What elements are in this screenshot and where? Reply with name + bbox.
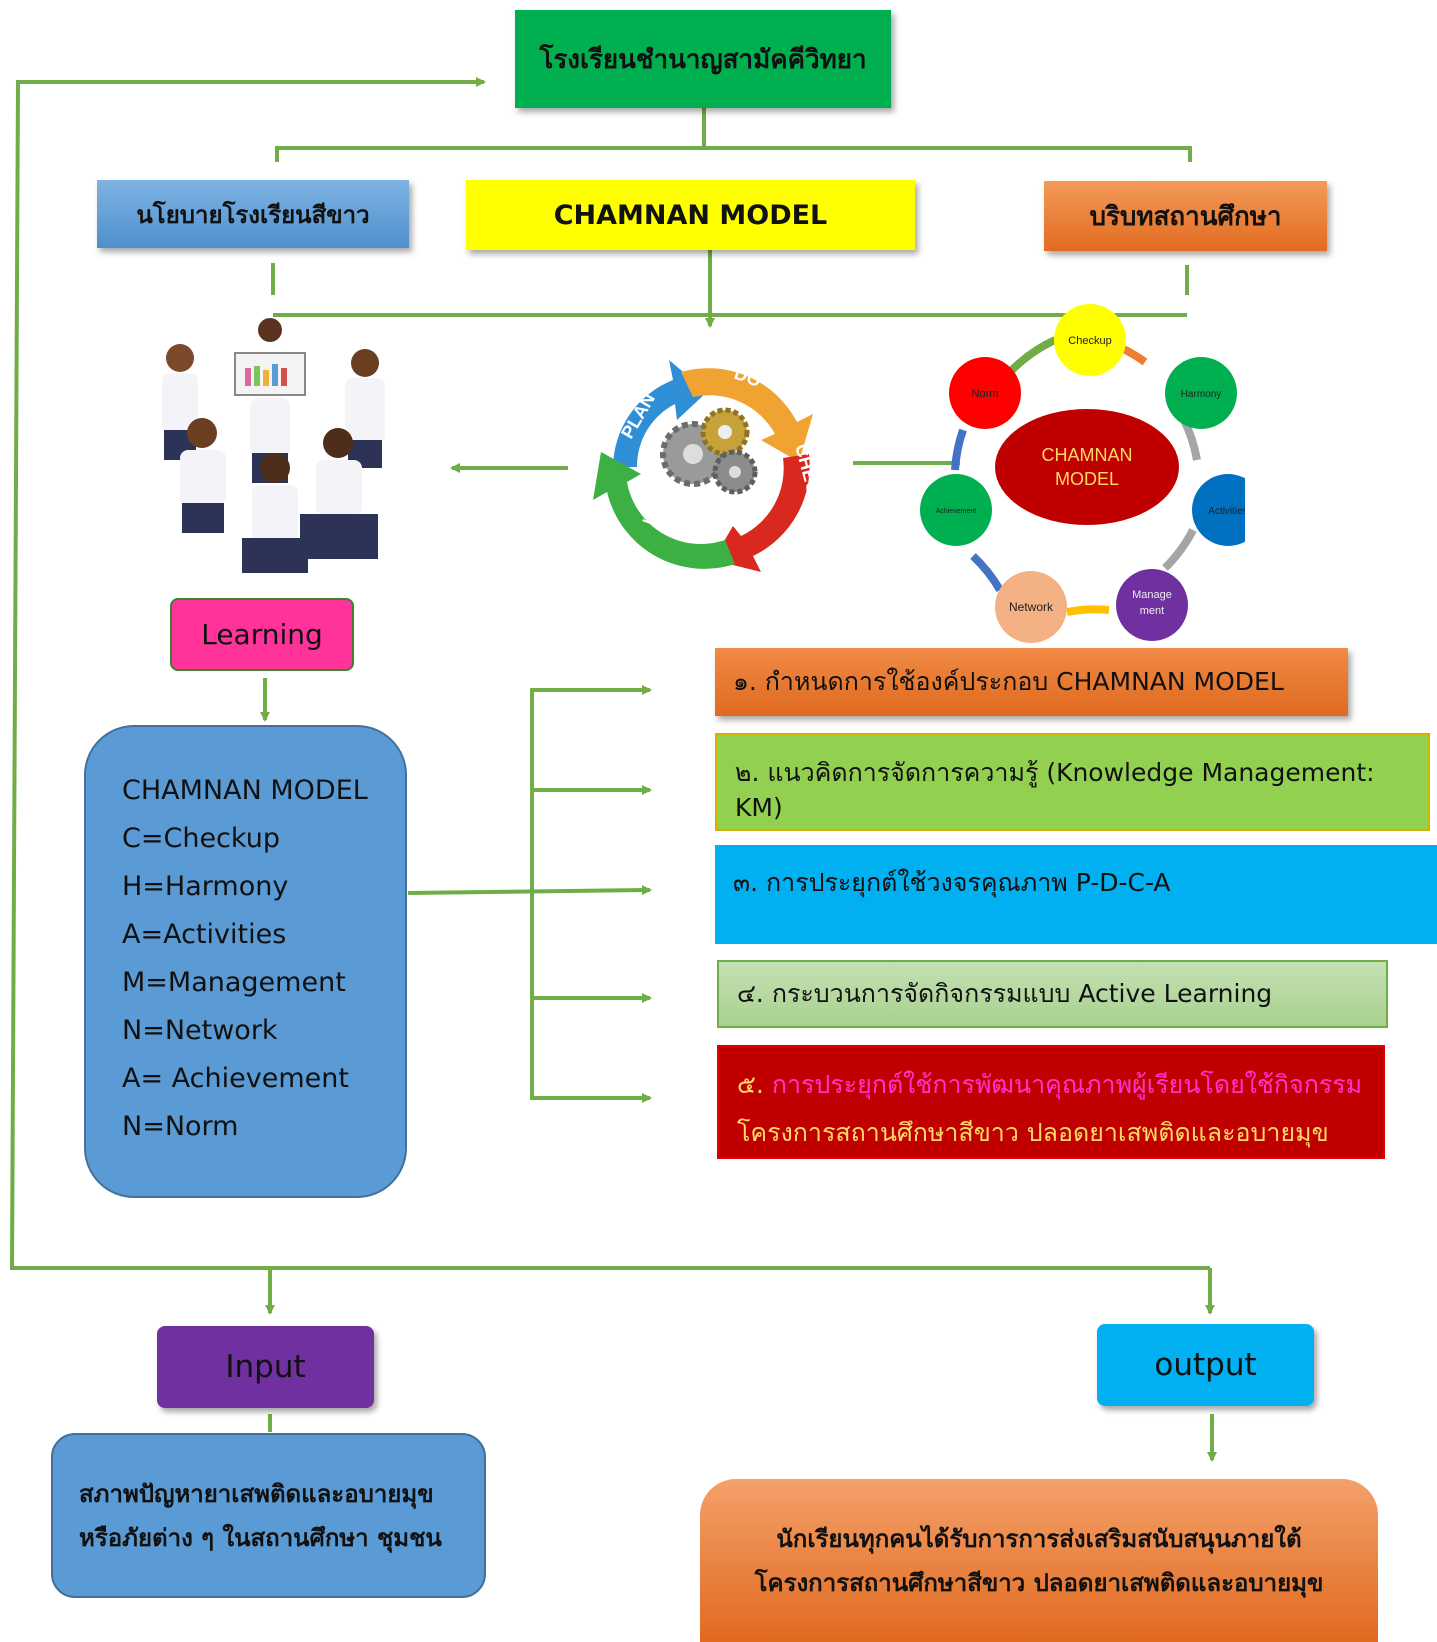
learning-box: Learning	[170, 598, 354, 671]
output-label: output	[1154, 1347, 1257, 1383]
model-item-achievement: A= Achievement	[122, 1063, 349, 1094]
node-checkup	[1054, 304, 1126, 376]
students-photo	[162, 318, 385, 573]
step-1-box: ๑. กำหนดการใช้องค์ประกอบ CHAMNAN MODEL	[715, 648, 1348, 716]
model-item-management: M=Management	[122, 967, 346, 998]
school-name: โรงเรียนชำนาญสามัคคีวิทยา	[539, 44, 867, 75]
node-harmony-label: Harmony	[1181, 389, 1222, 400]
model-item-norm: N=Norm	[122, 1111, 239, 1142]
pdca-cycle: PLAN DO CHECK ACT	[593, 360, 827, 572]
model-detail-box: CHAMNAN MODEL C=Checkup H=Harmony A=Acti…	[84, 725, 407, 1198]
pdca-do-arrow	[681, 368, 813, 462]
node-achievement	[920, 474, 992, 546]
student-figure	[234, 352, 306, 396]
school-box: โรงเรียนชำนาญสามัคคีวิทยา	[515, 10, 891, 108]
chamnan-center	[995, 409, 1179, 525]
model-item-harmony: H=Harmony	[122, 871, 289, 902]
node-management-label2: ment	[1140, 605, 1164, 617]
model-box: CHAMNAN MODEL	[466, 180, 915, 250]
learning-label: Learning	[201, 618, 323, 651]
step-4-box: ๔. กระบวนการจัดกิจกรรมแบบ Active Learnin…	[717, 960, 1388, 1028]
node-activities	[1192, 474, 1245, 546]
chamnan-cycle: CHAMNAN MODEL Checkup Harmony Activities…	[920, 304, 1245, 643]
step-2-text: ๒. แนวคิดการจัดการความรู้ (Knowledge Man…	[735, 758, 1375, 822]
step-4-text: ๔. กระบวนการจัดกิจกรรมแบบ Active Learnin…	[737, 979, 1273, 1008]
context-label: บริบทสถานศึกษา	[1089, 201, 1282, 232]
model-item-network: N=Network	[122, 1015, 278, 1046]
gears-icon	[660, 407, 758, 495]
pdca-check-arrow	[713, 454, 810, 572]
step-5-line1: การประยุกต์ใช้การพัฒนาคุณภาพผู้เรียนโดยใ…	[771, 1070, 1363, 1099]
node-network-label: Network	[1009, 600, 1054, 614]
model-item-activities: A=Activities	[122, 919, 287, 950]
model-detail-title: CHAMNAN MODEL	[122, 775, 368, 806]
step-3-text: ๓. การประยุกต์ใช้วงจรคุณภาพ P-D-C-A	[733, 868, 1171, 897]
step-5-number: ๕.	[737, 1070, 764, 1099]
step-2-box: ๒. แนวคิดการจัดการความรู้ (Knowledge Man…	[715, 733, 1430, 831]
policy-label: นโยบายโรงเรียนสีขาว	[136, 200, 370, 229]
top-branch-line	[275, 146, 1192, 162]
step-5-box: ๕. การประยุกต์ใช้การพัฒนาคุณภาพผู้เรียนโ…	[717, 1045, 1385, 1159]
node-achievement-label: Achievement	[936, 508, 977, 515]
pdca-plan-arrow	[613, 360, 707, 467]
output-box: output	[1097, 1324, 1314, 1406]
input-desc-line2: หรือภัยต่าง ๆ ในสถานศึกษา ชุมชน	[79, 1523, 442, 1552]
input-box: Input	[157, 1326, 374, 1408]
context-box: บริบทสถานศึกษา	[1044, 181, 1327, 251]
model-item-checkup: C=Checkup	[122, 823, 280, 854]
chamnan-center-line1: CHAMNAN	[1041, 445, 1132, 465]
output-desc-line2: โครงการสถานศึกษาสีขาว ปลอดยาเสพติดและอบา…	[754, 1568, 1324, 1597]
node-norm-label: Norm	[972, 388, 999, 400]
node-management-label1: Manage	[1132, 589, 1172, 601]
node-checkup-label: Checkup	[1068, 335, 1111, 347]
input-description-box: สภาพปัญหายาเสพติดและอบายมุข หรือภัยต่าง …	[51, 1433, 486, 1598]
node-harmony	[1165, 357, 1237, 429]
input-desc-line1: สภาพปัญหายาเสพติดและอบายมุข	[79, 1479, 434, 1508]
policy-box: นโยบายโรงเรียนสีขาว	[97, 180, 409, 248]
step-3-box: ๓. การประยุกต์ใช้วงจรคุณภาพ P-D-C-A	[715, 845, 1437, 944]
step-5-line2: โครงการสถานศึกษาสีขาว ปลอดยาเสพติดและอบา…	[737, 1118, 1329, 1147]
node-activities-label: Activities	[1208, 506, 1245, 517]
output-desc-line1: นักเรียนทุกคนได้รับการการส่งเสริมสนับสนุ…	[776, 1524, 1302, 1553]
node-norm	[949, 357, 1021, 429]
node-network	[995, 571, 1067, 643]
chamnan-center-line2: MODEL	[1055, 469, 1119, 489]
output-description-box: นักเรียนทุกคนได้รับการการส่งเสริมสนับสนุ…	[700, 1479, 1378, 1642]
input-label: Input	[225, 1349, 306, 1385]
model-label: CHAMNAN MODEL	[553, 199, 828, 231]
pdca-act-arrow	[593, 452, 735, 569]
node-management	[1116, 569, 1188, 641]
step-1-text: ๑. กำหนดการใช้องค์ประกอบ CHAMNAN MODEL	[733, 667, 1284, 696]
